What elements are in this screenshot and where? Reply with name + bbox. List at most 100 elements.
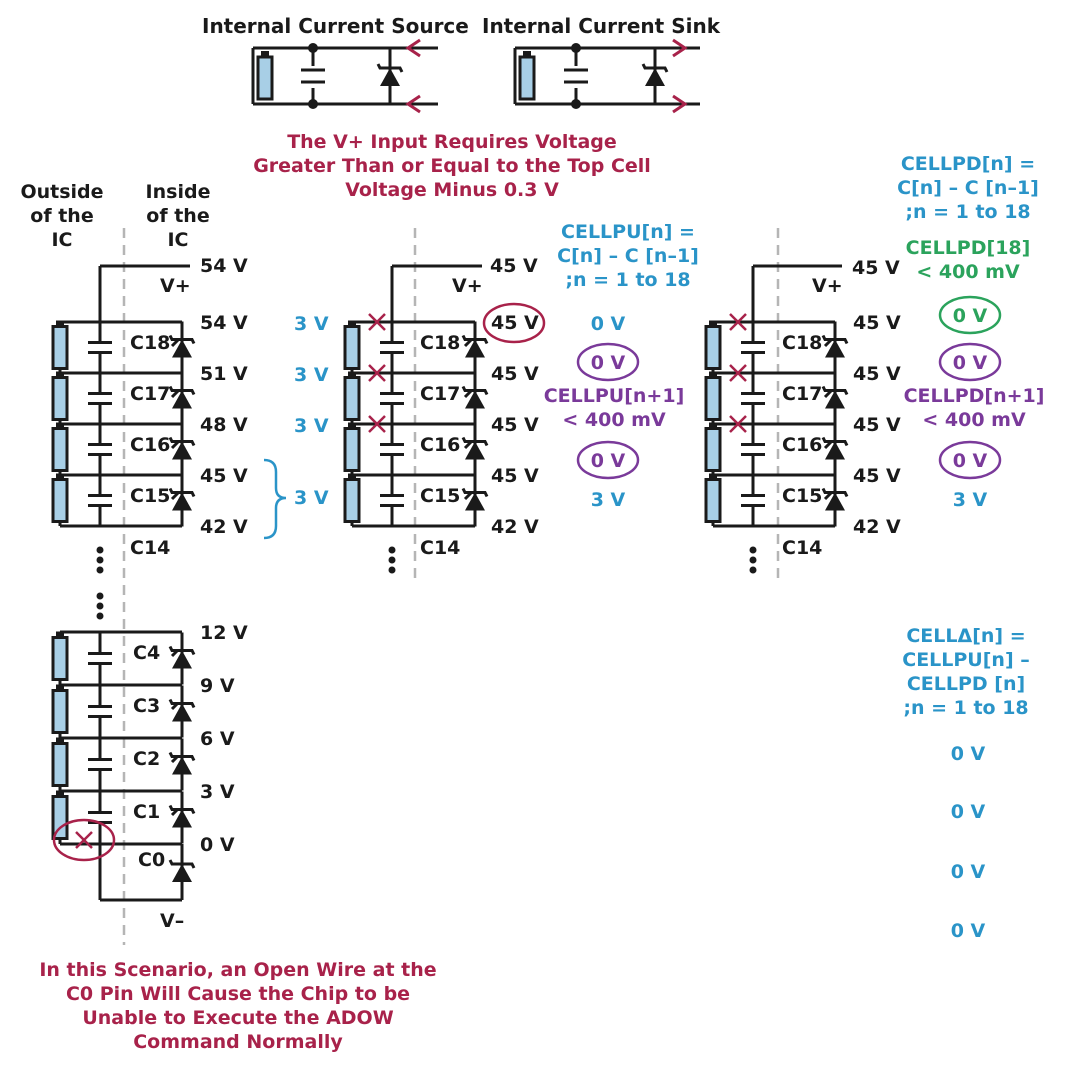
middle-pin-voltage: 45 V [491, 414, 539, 436]
middle-battery-cell [343, 319, 361, 370]
cellpd-top-condition-1: CELLPD[18] [906, 237, 1031, 259]
left-upper-capacitor [86, 320, 114, 375]
left-upper-battery-cell [51, 421, 69, 472]
middle-vplus-voltage: 45 V [490, 255, 538, 277]
left-lower-pin-label: C3 [133, 695, 160, 717]
cellpu-formula-1: CELLPU[n] = [561, 221, 695, 243]
delta-formula-1: CELLΔ[n] = [906, 625, 1025, 647]
right-battery-cell [704, 319, 722, 370]
left-lower-zener-diode [168, 737, 196, 792]
left-lower-capacitor [86, 631, 114, 686]
left-vplus-voltage: 54 V [200, 255, 248, 277]
left-circuit: Outside of the IC Inside of the IC 54 V … [20, 181, 329, 945]
middle-cell-voltage: 3 V [294, 313, 329, 335]
delta-result-2: 0 V [951, 801, 986, 823]
right-vplus-label: V+ [812, 275, 843, 297]
cellpu-block: CELLPU[n] = C[n] – C [n–1] ;n = 1 to 18 … [544, 221, 699, 511]
left-upper-pin-voltage: 54 V [200, 312, 248, 334]
left-upper-pin-label: C16 [130, 434, 170, 456]
cellpd-formula-2: C[n] – C [n–1] [897, 177, 1039, 199]
left-upper-zener-diode [168, 320, 196, 375]
right-ellipsis-icon [749, 546, 757, 574]
middle-pin-label: C15 [420, 485, 460, 507]
brace-icon [263, 458, 287, 540]
left-lower-pin-voltage: 0 V [200, 834, 235, 856]
middle-pin-label: C16 [420, 434, 460, 456]
cellpu-result-2-circle [576, 342, 640, 382]
middle-battery-cell [343, 370, 361, 421]
right-pin-voltage: 45 V [853, 465, 901, 487]
left-upper-pin-label: C17 [130, 383, 170, 405]
left-lower-battery-cell [51, 736, 69, 787]
left-lower-pin-voltage: 3 V [200, 781, 235, 803]
left-lower-segment: C4 12 V [51, 622, 248, 686]
cellpd-result-3: 0 V [953, 450, 988, 472]
cellpu-condition-1: CELLPU[n+1] [544, 385, 685, 407]
left-lower-segment: C13 V [51, 781, 235, 845]
note-bottom-line-2: C0 Pin Will Cause the Chip to be [66, 983, 410, 1005]
outside-label-3: IC [51, 229, 72, 251]
cellpu-result-2: 0 V [591, 352, 626, 374]
left-lower-pin-label: C2 [133, 748, 160, 770]
right-pin-label: C17 [782, 383, 822, 405]
middle-cell-voltage: 3 V [294, 415, 329, 437]
right-pin-voltage: 45 V [853, 363, 901, 385]
note-top-line-3: Voltage Minus 0.3 V [345, 179, 559, 201]
left-c14: C14 [130, 537, 170, 559]
left-upper-zener-diode [168, 371, 196, 426]
right-battery-cell [704, 370, 722, 421]
open-wire-note: In this Scenario, an Open Wire at the C0… [39, 959, 436, 1053]
left-lower-pin-voltage: 12 V [200, 622, 248, 644]
delta-result-1: 0 V [951, 743, 986, 765]
inside-label-3: IC [167, 229, 188, 251]
left-upper-pin-voltage: 51 V [200, 363, 248, 385]
right-pin-voltage: 42 V [853, 516, 901, 538]
cellpu-formula-2: C[n] – C [n–1] [557, 245, 699, 267]
cellpd-result-2-circle [938, 342, 1002, 382]
left-upper-pin-label: C18 [130, 332, 170, 354]
legend-sink-cell [518, 49, 536, 101]
delta-formula-4: ;n = 1 to 18 [903, 697, 1028, 719]
cellpd-block: CELLPD[n] = C[n] – C [n–1] ;n = 1 to 18 … [897, 153, 1044, 511]
right-zener-diode [821, 473, 849, 528]
delta-formula-2: CELLPU[n] – [902, 649, 1030, 671]
left-vplus-label: V+ [160, 275, 191, 297]
cellpd-result-2: 0 V [953, 352, 988, 374]
left-lower-pin-label: C4 [133, 642, 160, 664]
right-segment: C17 45 V [704, 363, 901, 426]
right-zener-diode [821, 320, 849, 375]
left-lower-zener-diode [168, 631, 196, 686]
cellpd-formula-1: CELLPD[n] = [901, 153, 1035, 175]
source-label: Internal Current Source [202, 14, 469, 38]
middle-pin-voltage: 42 V [491, 516, 539, 538]
left-lower-battery-cell [51, 789, 69, 840]
right-pin-label: C15 [782, 485, 822, 507]
right-zener-diode [821, 422, 849, 477]
cellpu-condition-2: < 400 mV [562, 409, 666, 431]
left-upper-zener-diode [168, 473, 196, 528]
open-wire-c0-marker [52, 818, 116, 862]
right-pin-label: C18 [782, 332, 822, 354]
middle-pin-voltage: 45 V [491, 312, 539, 334]
middle-battery-cell [343, 421, 361, 472]
left-brace-value: 3 V [294, 487, 329, 509]
middle-c14: C14 [420, 537, 460, 559]
cellpu-result-4: 3 V [591, 489, 626, 511]
vertical-ellipsis-icon [96, 546, 104, 620]
outside-label-2: of the [30, 205, 93, 227]
cellpd-result-4: 3 V [953, 489, 988, 511]
middle-capacitor [378, 473, 406, 528]
delta-result-3: 0 V [951, 861, 986, 883]
middle-cell-voltage: 3 V [294, 364, 329, 386]
delta-formula-3: CELLPD [n] [907, 673, 1025, 695]
right-pin-voltage: 45 V [853, 414, 901, 436]
right-battery-cell [704, 421, 722, 472]
left-upper-pin-label: C15 [130, 485, 170, 507]
right-segment: C15 45 V [704, 465, 901, 528]
cellpu-formula-3: ;n = 1 to 18 [565, 269, 690, 291]
left-upper-segment: C18 54 V [51, 312, 248, 375]
